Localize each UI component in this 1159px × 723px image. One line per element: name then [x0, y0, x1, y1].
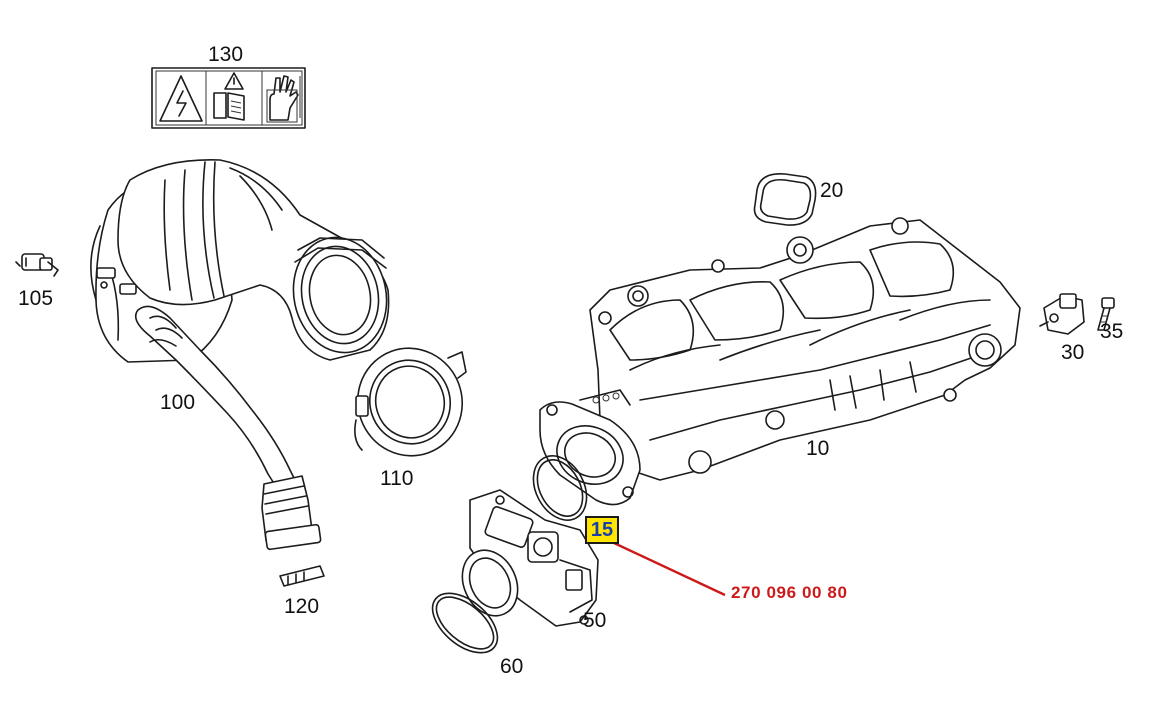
intake-manifold-gasket: [753, 173, 817, 226]
electric-hazard-icon: [159, 75, 203, 122]
throttle-body-gasket: [431, 592, 499, 654]
hose-clip-connector: [15, 253, 59, 277]
throttle-seal-ring: [532, 455, 588, 521]
label-105: 105: [18, 287, 54, 310]
leader-line: [613, 541, 726, 597]
clamp-ring: [354, 347, 467, 457]
label-30: 30: [1061, 341, 1085, 364]
label-100: 100: [160, 391, 196, 414]
label-20: 20: [820, 179, 844, 202]
retaining-clip: [279, 565, 325, 587]
highlighted-part-callout: 15: [585, 516, 619, 544]
label-50: 50: [583, 609, 607, 632]
label-130: 130: [208, 43, 244, 66]
warning-label-sticker: [151, 67, 306, 129]
throttle-body: [461, 489, 599, 627]
label-35: 35: [1100, 320, 1124, 343]
label-60: 60: [500, 655, 524, 678]
label-120: 120: [284, 595, 320, 618]
manual-book-icon: [213, 92, 245, 121]
pressure-sensor: [1039, 293, 1085, 335]
intake-manifold: [539, 217, 1021, 506]
sensor-bolt: [1097, 297, 1115, 331]
label-110: 110: [380, 467, 414, 490]
glove-hand-icon: [266, 75, 299, 123]
air-intake-duct: [90, 159, 390, 551]
label-10: 10: [806, 437, 830, 460]
part-number-text: 270 096 00 80: [731, 583, 848, 602]
warning-triangle-icon: [224, 72, 244, 90]
